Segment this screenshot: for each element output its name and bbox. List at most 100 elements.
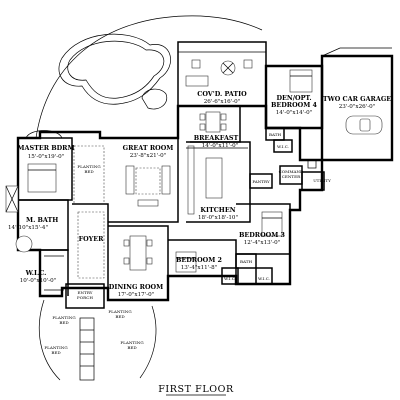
utility-label: UTILITY [313, 178, 331, 183]
dining-room-dims: 17'-0"x17'-0" [118, 292, 155, 298]
great-room-sofa-right [161, 165, 171, 195]
breakfast-label: BREAKFAST [194, 134, 239, 142]
entry-porch [65, 283, 105, 309]
covd-patio-dims: 26'-6"x16'-0" [204, 99, 241, 105]
wic-garage [273, 139, 293, 153]
den-bedroom4-label-2: BEDROOM 4 [271, 101, 318, 109]
dining-room-label: DINING ROOM [109, 283, 163, 291]
master-bath-label: M. BATH [26, 216, 58, 224]
den-bedroom4-dims: 14'-0"x14'-0" [276, 110, 313, 116]
patio-sofa [185, 75, 209, 87]
bedroom2-dims: 13'-4"x11'-8" [181, 265, 218, 271]
den-bed [289, 69, 313, 93]
pantry-label: PANTRY [252, 179, 270, 184]
front-yard-left-curve [38, 299, 61, 381]
bedroom3-label: BEDROOM 3 [239, 231, 286, 239]
planting-bed-bl-label-2: BED [51, 350, 61, 355]
master-wic-label: W.I.C. [25, 269, 47, 277]
breakfast-table [205, 111, 221, 133]
planting-bed-right-label-2: BED [115, 314, 125, 319]
bedroom2-walls [168, 239, 237, 284]
front-yard-right-curve [139, 305, 157, 379]
wic-bedroom2 [221, 267, 239, 285]
patio-chair-b [243, 59, 253, 69]
floor-title: FIRST FLOOR [158, 384, 234, 395]
pool-inner-outline [67, 40, 165, 99]
pantry [249, 173, 273, 189]
foyer-label: FOYER [79, 235, 105, 243]
pool-outline [58, 33, 171, 105]
master-wic-walls [40, 249, 69, 296]
foyer-rug [77, 211, 105, 279]
command-center-label-2: CENTER [282, 174, 301, 179]
planting-bed-br-label-1: PLANTING [120, 340, 143, 345]
dining-chair-c [123, 257, 130, 265]
dining-chair-a [123, 239, 130, 247]
breakfast-dims: 14'-0"x11'-0" [202, 143, 239, 149]
master-wic-dims: 10'-0"x10'-0" [20, 278, 57, 284]
planting-bed-right-label-1: PLANTING [108, 309, 131, 314]
kitchen-counter-left [187, 145, 195, 215]
wic-bedroom3-label: W.I.C. [258, 276, 270, 281]
covd-patio-label: COV'D. PATIO [197, 90, 247, 98]
dining-chair-b [146, 239, 153, 247]
bedroom2-bed [175, 251, 197, 273]
patio-table-cross-b [222, 62, 234, 74]
wic-garage-label: W.I.C. [277, 144, 289, 149]
breakfast-chair-d [220, 123, 227, 131]
bedroom2-label: BEDROOM 2 [176, 256, 222, 264]
entry-porch-label-1: ENTRY [78, 290, 93, 295]
great-room-sofa-left [125, 165, 135, 195]
planting-bed-bl-label-1: PLANTING [44, 345, 67, 350]
master-bedroom-dims: 15'-0"x19'-0" [28, 154, 65, 160]
garage-car-windshield [359, 118, 371, 132]
utility-washer [307, 159, 317, 169]
master-shower-x2 [5, 185, 19, 213]
great-room-label: GREAT ROOM [123, 144, 174, 152]
garage-label: TWO CAR GARAGE [323, 95, 391, 103]
great-room-walls [104, 137, 179, 223]
bedroom3-walls [236, 203, 291, 255]
den-bedroom4-label-1: DEN/OPT. [276, 94, 311, 102]
master-bed [27, 163, 57, 193]
pool-spa [141, 88, 168, 110]
planting-bed-master-label-2: BED [84, 169, 94, 174]
upper-bath-label: BATH [269, 132, 281, 137]
planting-bed-left-label-1: PLANTING [52, 315, 75, 320]
dining-room-walls [108, 225, 169, 300]
kitchen-island [205, 157, 223, 199]
wic-bedroom2-label: W.I.C. [224, 276, 236, 281]
great-room-rug [135, 167, 161, 195]
kitchen-dims: 18'-0"x18'-10" [198, 215, 238, 221]
backyard-arc [35, 15, 263, 139]
planting-bed-left-label-2: BED [59, 320, 69, 325]
lower-bath-label: BATH [240, 259, 252, 264]
wic-bedroom3 [255, 267, 273, 285]
lower-bath [235, 253, 257, 269]
bedroom3-dims: 12'-4"x13'-0" [244, 240, 281, 246]
utility-room [301, 171, 325, 191]
walkway [79, 317, 95, 381]
great-room-fireplace [137, 199, 159, 207]
garage-dims: 23'-0"x26'-0" [339, 104, 376, 110]
master-tub [15, 235, 33, 253]
planting-bed-master-label-1: PLANTING [77, 164, 100, 169]
master-bedroom-label: MASTER BDRM [17, 144, 74, 152]
entry-porch-label-2: PORCH [77, 295, 93, 300]
command-center-label-1: COMMAND [279, 169, 304, 174]
breakfast-chair-c [199, 123, 206, 131]
master-bath-dims: 14'-10"x15'-4" [8, 225, 48, 231]
kitchen-label: KITCHEN [200, 206, 235, 214]
patio-chair-a [191, 59, 201, 69]
master-bay-window [25, 130, 63, 139]
breakfast-chair-a [199, 113, 206, 121]
breakfast-chair-b [220, 113, 227, 121]
great-room-dims: 23'-8"x21'-0" [130, 153, 167, 159]
dining-table [129, 235, 147, 271]
foyer-walls [72, 203, 109, 288]
planting-bed-br-label-2: BED [127, 345, 137, 350]
planting-bed-master [73, 145, 105, 205]
dining-chair-d [146, 257, 153, 265]
garage-roof-diagonal [321, 47, 392, 57]
